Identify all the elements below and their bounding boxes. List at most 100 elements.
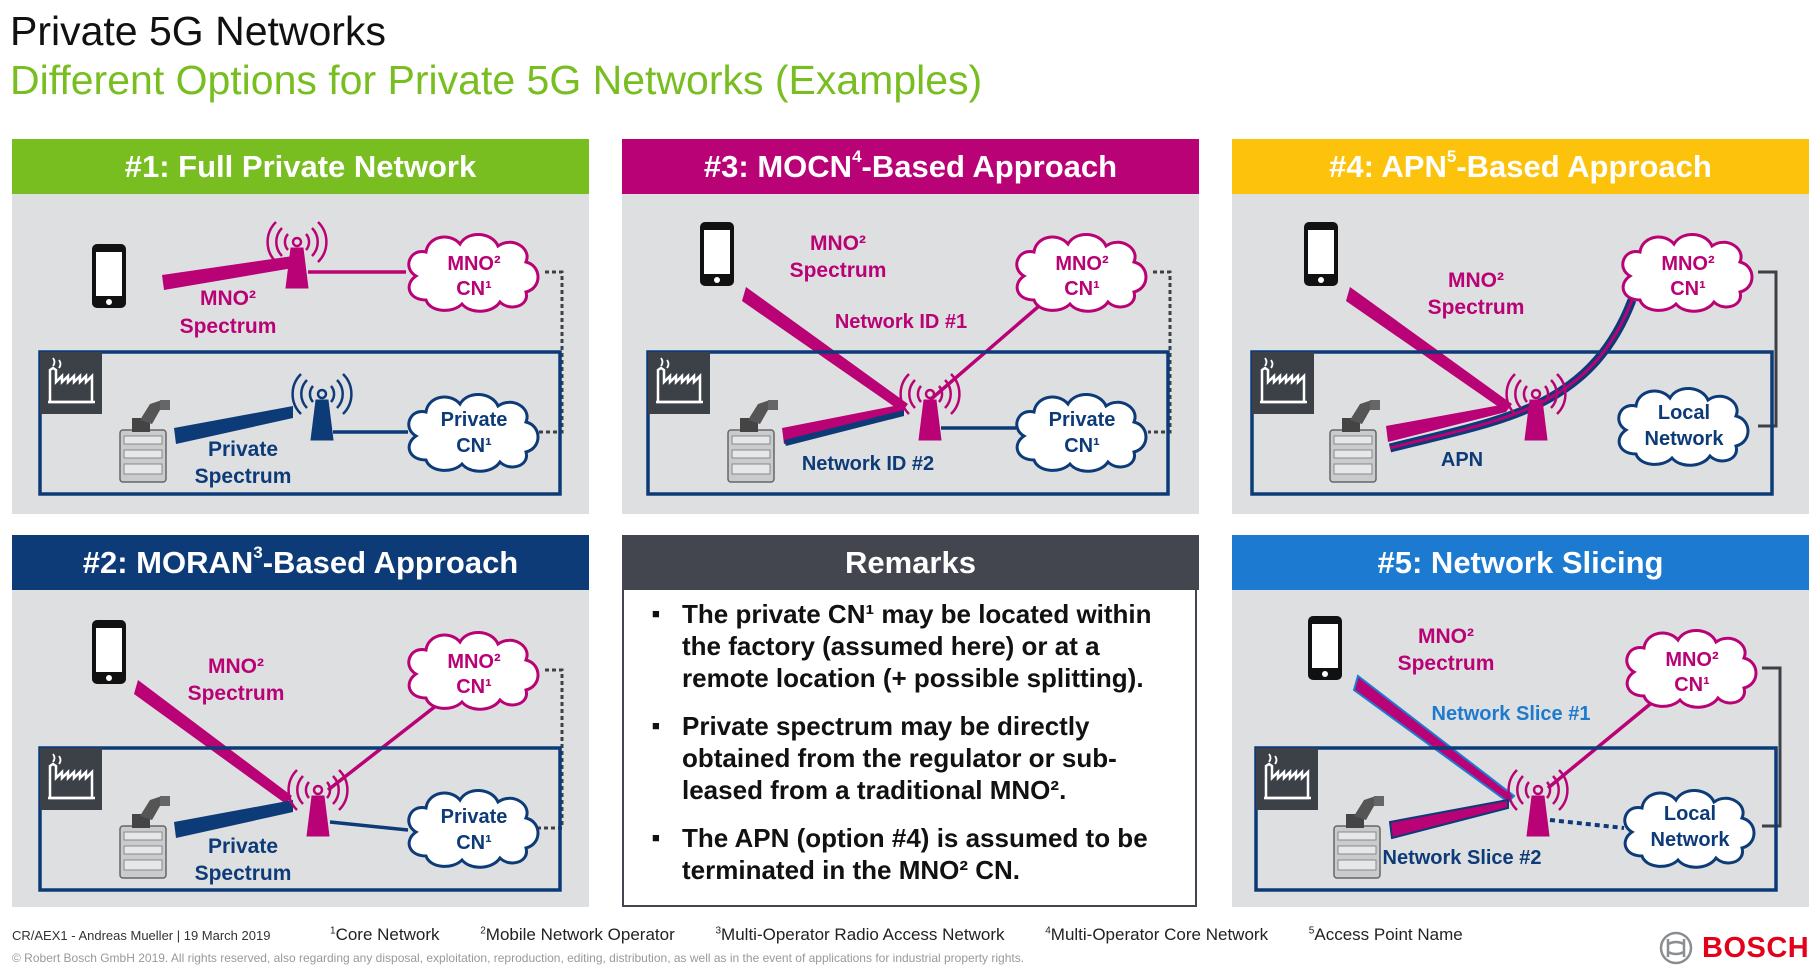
smartphone-icon xyxy=(92,620,126,684)
panel-3-title: #3: MOCN4-Based Approach xyxy=(703,146,1118,184)
panel-2-title: #2: MORAN3-Based Approach xyxy=(82,542,519,580)
svg-text:Network Slice #1: Network Slice #1 xyxy=(1432,703,1591,725)
svg-text:MNO²: MNO² xyxy=(200,287,256,310)
panel-1-title: #1: Full Private Network xyxy=(124,148,477,184)
svg-text:Private: Private xyxy=(1049,409,1116,431)
svg-text:Local: Local xyxy=(1664,803,1716,825)
robot-icon xyxy=(1329,399,1381,483)
private-cn-cloud xyxy=(407,788,540,869)
panel-3-diagram: MNO² Spectrum Network ID #1 MNO² CN¹ Pri… xyxy=(646,222,1172,496)
svg-text:Network ID #1: Network ID #1 xyxy=(835,311,967,333)
mno-spectrum-beam xyxy=(742,287,908,412)
remark-item: The private CN¹ may be located within th… xyxy=(652,598,1165,694)
panel-1-diagram: MNO² CN¹ MNO² Spectrum Private CN¹ Priva… xyxy=(38,220,564,496)
mno-spectrum-beam xyxy=(134,680,292,804)
factory-icon xyxy=(646,350,712,416)
svg-text:MNO²: MNO² xyxy=(447,253,501,275)
mno-spectrum-beam xyxy=(1346,287,1512,412)
author-line: CR/AEX1 - Andreas Mueller | 19 March 201… xyxy=(12,928,271,943)
svg-text:Spectrum: Spectrum xyxy=(1398,652,1495,675)
factory-boundary xyxy=(1250,350,1774,496)
svg-text:Spectrum: Spectrum xyxy=(188,682,285,705)
factory-boundary xyxy=(38,746,562,892)
svg-text:Spectrum: Spectrum xyxy=(1428,296,1525,319)
panel-4-header: #4: APN5-Based Approach xyxy=(1232,139,1809,194)
private-cn-cloud xyxy=(1015,392,1148,473)
smartphone-icon xyxy=(92,244,126,308)
svg-text:CN¹: CN¹ xyxy=(1670,278,1706,300)
smartphone-icon xyxy=(1304,222,1338,286)
mno-spectrum-beam xyxy=(162,256,293,290)
bosch-armature-icon xyxy=(1659,931,1693,965)
svg-text:MNO²: MNO² xyxy=(1661,253,1715,275)
robot-icon xyxy=(727,399,779,483)
private-spectrum-beam xyxy=(174,406,293,444)
panel-5-header: #5: Network Slicing xyxy=(1232,535,1809,590)
factory-icon xyxy=(38,350,104,416)
private-spectrum-beam xyxy=(174,800,293,838)
smartphone-icon xyxy=(1308,616,1342,680)
panel-2-header: #2: MORAN3-Based Approach xyxy=(12,535,589,590)
svg-text:MNO²: MNO² xyxy=(447,651,501,673)
logo-text: BOSCH xyxy=(1702,931,1810,964)
svg-text:Spectrum: Spectrum xyxy=(180,315,277,338)
footnote: 4Multi-Operator Core Network xyxy=(1045,925,1269,944)
remarks-box: The private CN¹ may be located within th… xyxy=(622,590,1197,907)
svg-text:CN¹: CN¹ xyxy=(456,278,492,300)
robot-icon xyxy=(119,795,171,879)
svg-text:APN: APN xyxy=(1441,449,1483,471)
footnote: 2Mobile Network Operator xyxy=(480,925,675,944)
svg-text:Private: Private xyxy=(441,409,508,431)
remarks-title: Remarks xyxy=(845,544,976,580)
svg-text:Network: Network xyxy=(1645,428,1725,450)
footnote: 1Core Network xyxy=(330,925,440,944)
bosch-logo: BOSCH xyxy=(1658,930,1809,966)
remark-item: Private spectrum may be directly obtaine… xyxy=(652,710,1165,806)
page-title: Private 5G Networks xyxy=(10,8,386,54)
svg-text:Network Slice #2: Network Slice #2 xyxy=(1383,847,1542,869)
svg-text:CN¹: CN¹ xyxy=(456,832,492,854)
mno-antenna-icon xyxy=(266,220,328,290)
network-slice-2-beam xyxy=(1388,798,1509,840)
panel-2-diagram: MNO² Spectrum MNO² CN¹ Private CN¹ Priva… xyxy=(38,620,564,892)
svg-text:Network: Network xyxy=(1651,829,1731,851)
svg-text:Network ID #2: Network ID #2 xyxy=(802,453,934,475)
smartphone-icon xyxy=(700,222,734,286)
private-cn-cloud xyxy=(407,392,540,473)
panel-remarks-header: Remarks xyxy=(622,535,1199,590)
robot-icon xyxy=(1333,795,1385,879)
svg-text:Spectrum: Spectrum xyxy=(195,465,292,488)
panel-5-title: #5: Network Slicing xyxy=(1377,544,1664,580)
network-slice-1-beam xyxy=(1352,674,1516,804)
svg-text:CN¹: CN¹ xyxy=(456,435,492,457)
page-subtitle: Different Options for Private 5G Network… xyxy=(10,57,983,103)
panel-3-header: #3: MOCN4-Based Approach xyxy=(622,139,1199,194)
copyright: © Robert Bosch GmbH 2019. All rights res… xyxy=(12,951,1025,965)
remark-item: The APN (option #4) is assumed to be ter… xyxy=(652,822,1165,886)
footnote: 5Access Point Name xyxy=(1308,925,1463,944)
svg-text:CN¹: CN¹ xyxy=(1674,674,1710,696)
factory-icon xyxy=(1250,350,1316,416)
svg-text:Spectrum: Spectrum xyxy=(195,862,292,885)
panel-4-diagram: MNO² Spectrum MNO² CN¹ Local Network APN xyxy=(1250,222,1778,496)
svg-text:Private: Private xyxy=(208,438,278,461)
svg-text:CN¹: CN¹ xyxy=(1064,435,1100,457)
footnotes: 1Core Network 2Mobile Network Operator 3… xyxy=(330,925,1499,945)
svg-text:Local: Local xyxy=(1658,402,1710,424)
footnote: 3Multi-Operator Radio Access Network xyxy=(715,925,1005,944)
svg-text:MNO²: MNO² xyxy=(1055,253,1109,275)
svg-text:Spectrum: Spectrum xyxy=(790,259,887,282)
panel-1-header: #1: Full Private Network xyxy=(12,139,589,194)
factory-boundary xyxy=(1254,746,1778,892)
panel-4-title: #4: APN5-Based Approach xyxy=(1329,146,1712,184)
svg-text:Private: Private xyxy=(208,835,278,858)
factory-icon xyxy=(38,746,104,812)
factory-boundary xyxy=(646,350,1170,496)
factory-icon xyxy=(1254,746,1320,812)
svg-text:MNO²: MNO² xyxy=(810,232,866,255)
svg-text:MNO²: MNO² xyxy=(1665,649,1719,671)
shared-antenna-icon xyxy=(1505,372,1567,442)
factory-boundary xyxy=(38,350,562,496)
svg-text:CN¹: CN¹ xyxy=(1064,278,1100,300)
